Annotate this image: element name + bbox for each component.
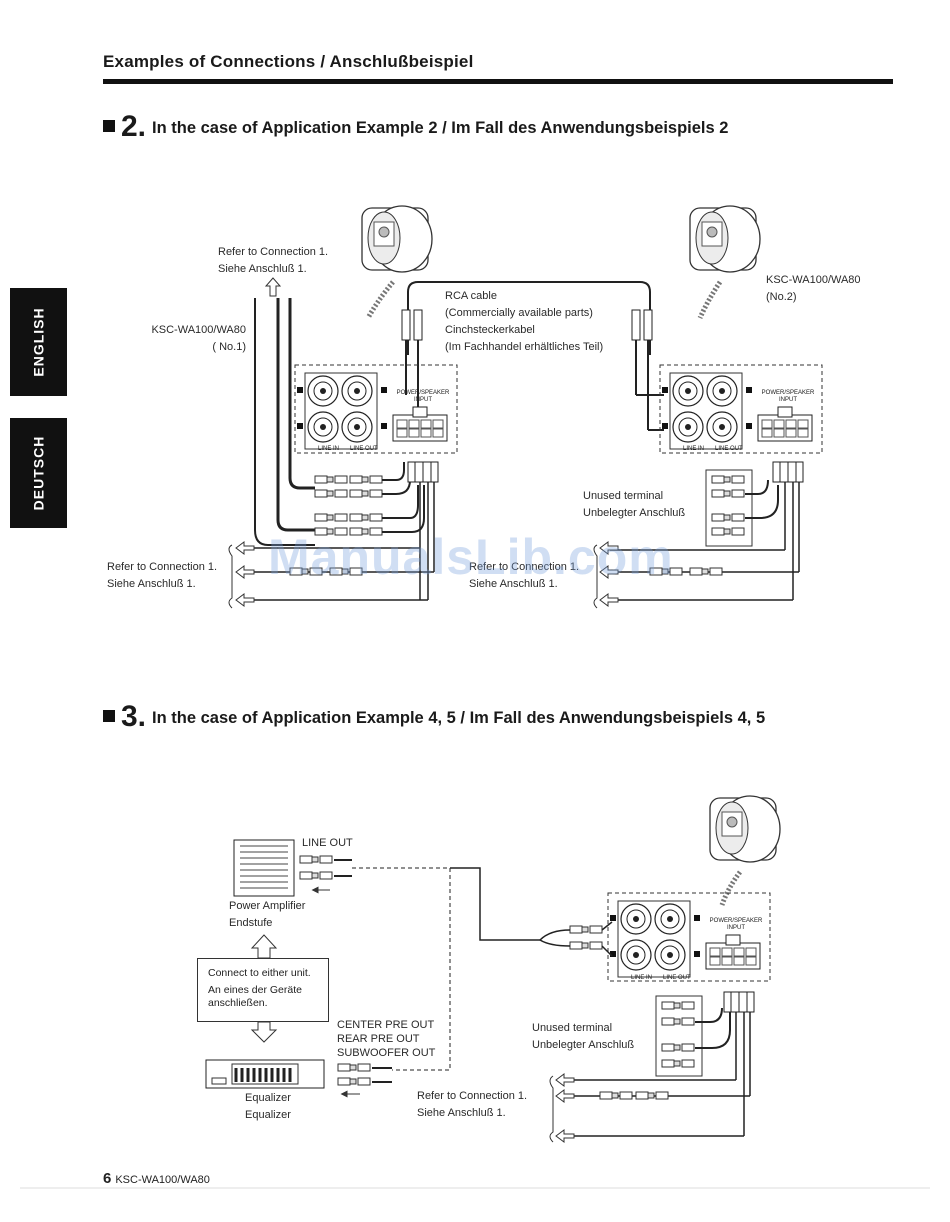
page-title: Examples of Connections / Anschlußbeispi… [103, 52, 474, 71]
rca-line1: RCA cable [445, 290, 497, 302]
tab-deutsch[interactable]: DEUTSCH [10, 418, 67, 528]
refer-label: Refer to Connection 1. Siehe Anschluß 1. [417, 1088, 527, 1122]
preout-subwoofer: SUBWOOFER OUT [337, 1047, 436, 1059]
line-out-label-2: LINE OUT [715, 446, 743, 452]
rca-cable-label: RCA cable (Commercially available parts)… [445, 288, 603, 356]
refer-mid-line2: Siehe Anschluß 1. [469, 578, 558, 590]
unused-line2: Unbelegter Anschluß [532, 1039, 635, 1051]
header-rule [103, 79, 893, 84]
rca-line2: (Commercially available parts) [445, 307, 593, 319]
unit-2-number: (No.2) [766, 291, 797, 303]
refer-left-label: Refer to Connection 1. Siehe Anschluß 1. [107, 559, 217, 593]
note-line3: anschließen. [208, 997, 268, 1009]
power-input-line2: INPUT [414, 397, 432, 403]
line-in-label-3: LINE IN [631, 975, 653, 981]
section-3-title: 3. In the case of Application Example 4, … [103, 700, 765, 734]
unused-line2: Unbelegter Anschluß [583, 507, 686, 519]
amp-line2: Endstufe [229, 917, 273, 929]
section-number: 3. [121, 700, 147, 733]
unit-1-label: KSC-WA100/WA80 ( No.1) [140, 322, 246, 356]
note-line2: An eines der Geräte [208, 984, 302, 996]
power-input-line2: INPUT [779, 397, 797, 403]
refer-mid-label: Refer to Connection 1. Siehe Anschluß 1. [469, 559, 579, 593]
power-amplifier-icon [233, 839, 295, 897]
connect-note: Connect to either unit. An eines der Ger… [197, 958, 329, 1022]
eq-line2: Equalizer [245, 1109, 291, 1121]
power-input-line1: POWER/SPEAKER [761, 390, 815, 396]
section-2-title: 2. In the case of Application Example 2 /… [103, 110, 728, 144]
equalizer-label: Equalizer Equalizer [245, 1090, 291, 1124]
unused-terminal-label: Unused terminal Unbelegter Anschluß [532, 1020, 634, 1054]
line-in-label-2: LINE IN [683, 446, 705, 452]
preouts-label: CENTER PRE OUT REAR PRE OUT SUBWOOFER OU… [337, 1018, 435, 1060]
unused-terminal-label: Unused terminal Unbelegter Anschluß [583, 488, 685, 522]
equalizer-icon [205, 1059, 325, 1089]
page-number: 6 [103, 1170, 112, 1187]
speaker-unit-2-icon [689, 205, 761, 273]
power-amplifier-label: Power Amplifier Endstufe [229, 898, 305, 932]
speaker-unit-1-icon [361, 205, 433, 273]
line-in-label-1: LINE IN [318, 446, 340, 452]
note-line1: Connect to either unit. [208, 967, 311, 979]
preout-center: CENTER PRE OUT [337, 1019, 435, 1031]
refer-mid-line1: Refer to Connection 1. [469, 561, 580, 573]
watermark: ManualsLib.com [268, 529, 674, 585]
bullet-square-icon [103, 120, 115, 132]
refer-line2: Siehe Anschluß 1. [417, 1107, 506, 1119]
unit-2-label: KSC-WA100/WA80 (No.2) [766, 272, 861, 306]
control-panel-unit-2 [659, 364, 823, 454]
unit-1-number: ( No.1) [212, 341, 246, 353]
control-panel-unit [607, 892, 771, 982]
power-input-line1: POWER/SPEAKER [709, 918, 763, 924]
power-input-line2: INPUT [727, 925, 745, 931]
preout-rear: REAR PRE OUT [337, 1033, 420, 1045]
control-panel-unit-1 [294, 364, 458, 454]
unit-1-model: KSC-WA100/WA80 [151, 324, 246, 336]
tab-english[interactable]: ENGLISH [10, 288, 67, 396]
refer-top-line1: Refer to Connection 1. [218, 246, 329, 258]
rca-line4: (Im Fachhandel erhältliches Teil) [445, 341, 604, 353]
unused-line1: Unused terminal [583, 490, 664, 502]
unused-line1: Unused terminal [532, 1022, 613, 1034]
section-number: 2. [121, 110, 147, 143]
refer-left-line1: Refer to Connection 1. [107, 561, 218, 573]
refer-top-line2: Siehe Anschluß 1. [218, 263, 307, 275]
line-out-label-1: LINE OUT [350, 446, 378, 452]
power-input-line1: POWER/SPEAKER [396, 390, 450, 396]
section-title-text: In the case of Application Example 2 / I… [152, 119, 729, 137]
refer-line1: Refer to Connection 1. [417, 1090, 528, 1102]
speaker-unit-icon [709, 795, 781, 863]
unit-2-model: KSC-WA100/WA80 [766, 274, 861, 286]
section-title-text: In the case of Application Example 4, 5 … [152, 709, 766, 727]
bullet-square-icon [103, 710, 115, 722]
refer-left-line2: Siehe Anschluß 1. [107, 578, 196, 590]
eq-line1: Equalizer [245, 1092, 291, 1104]
line-out-label-3: LINE OUT [663, 975, 691, 981]
line-out-label: LINE OUT [302, 837, 353, 849]
amp-line1: Power Amplifier [229, 900, 306, 912]
rca-line3: Cinchsteckerkabel [445, 324, 535, 336]
refer-top-label: Refer to Connection 1. Siehe Anschluß 1. [218, 244, 328, 278]
footer-model: KSC-WA100/WA80 [115, 1174, 210, 1186]
